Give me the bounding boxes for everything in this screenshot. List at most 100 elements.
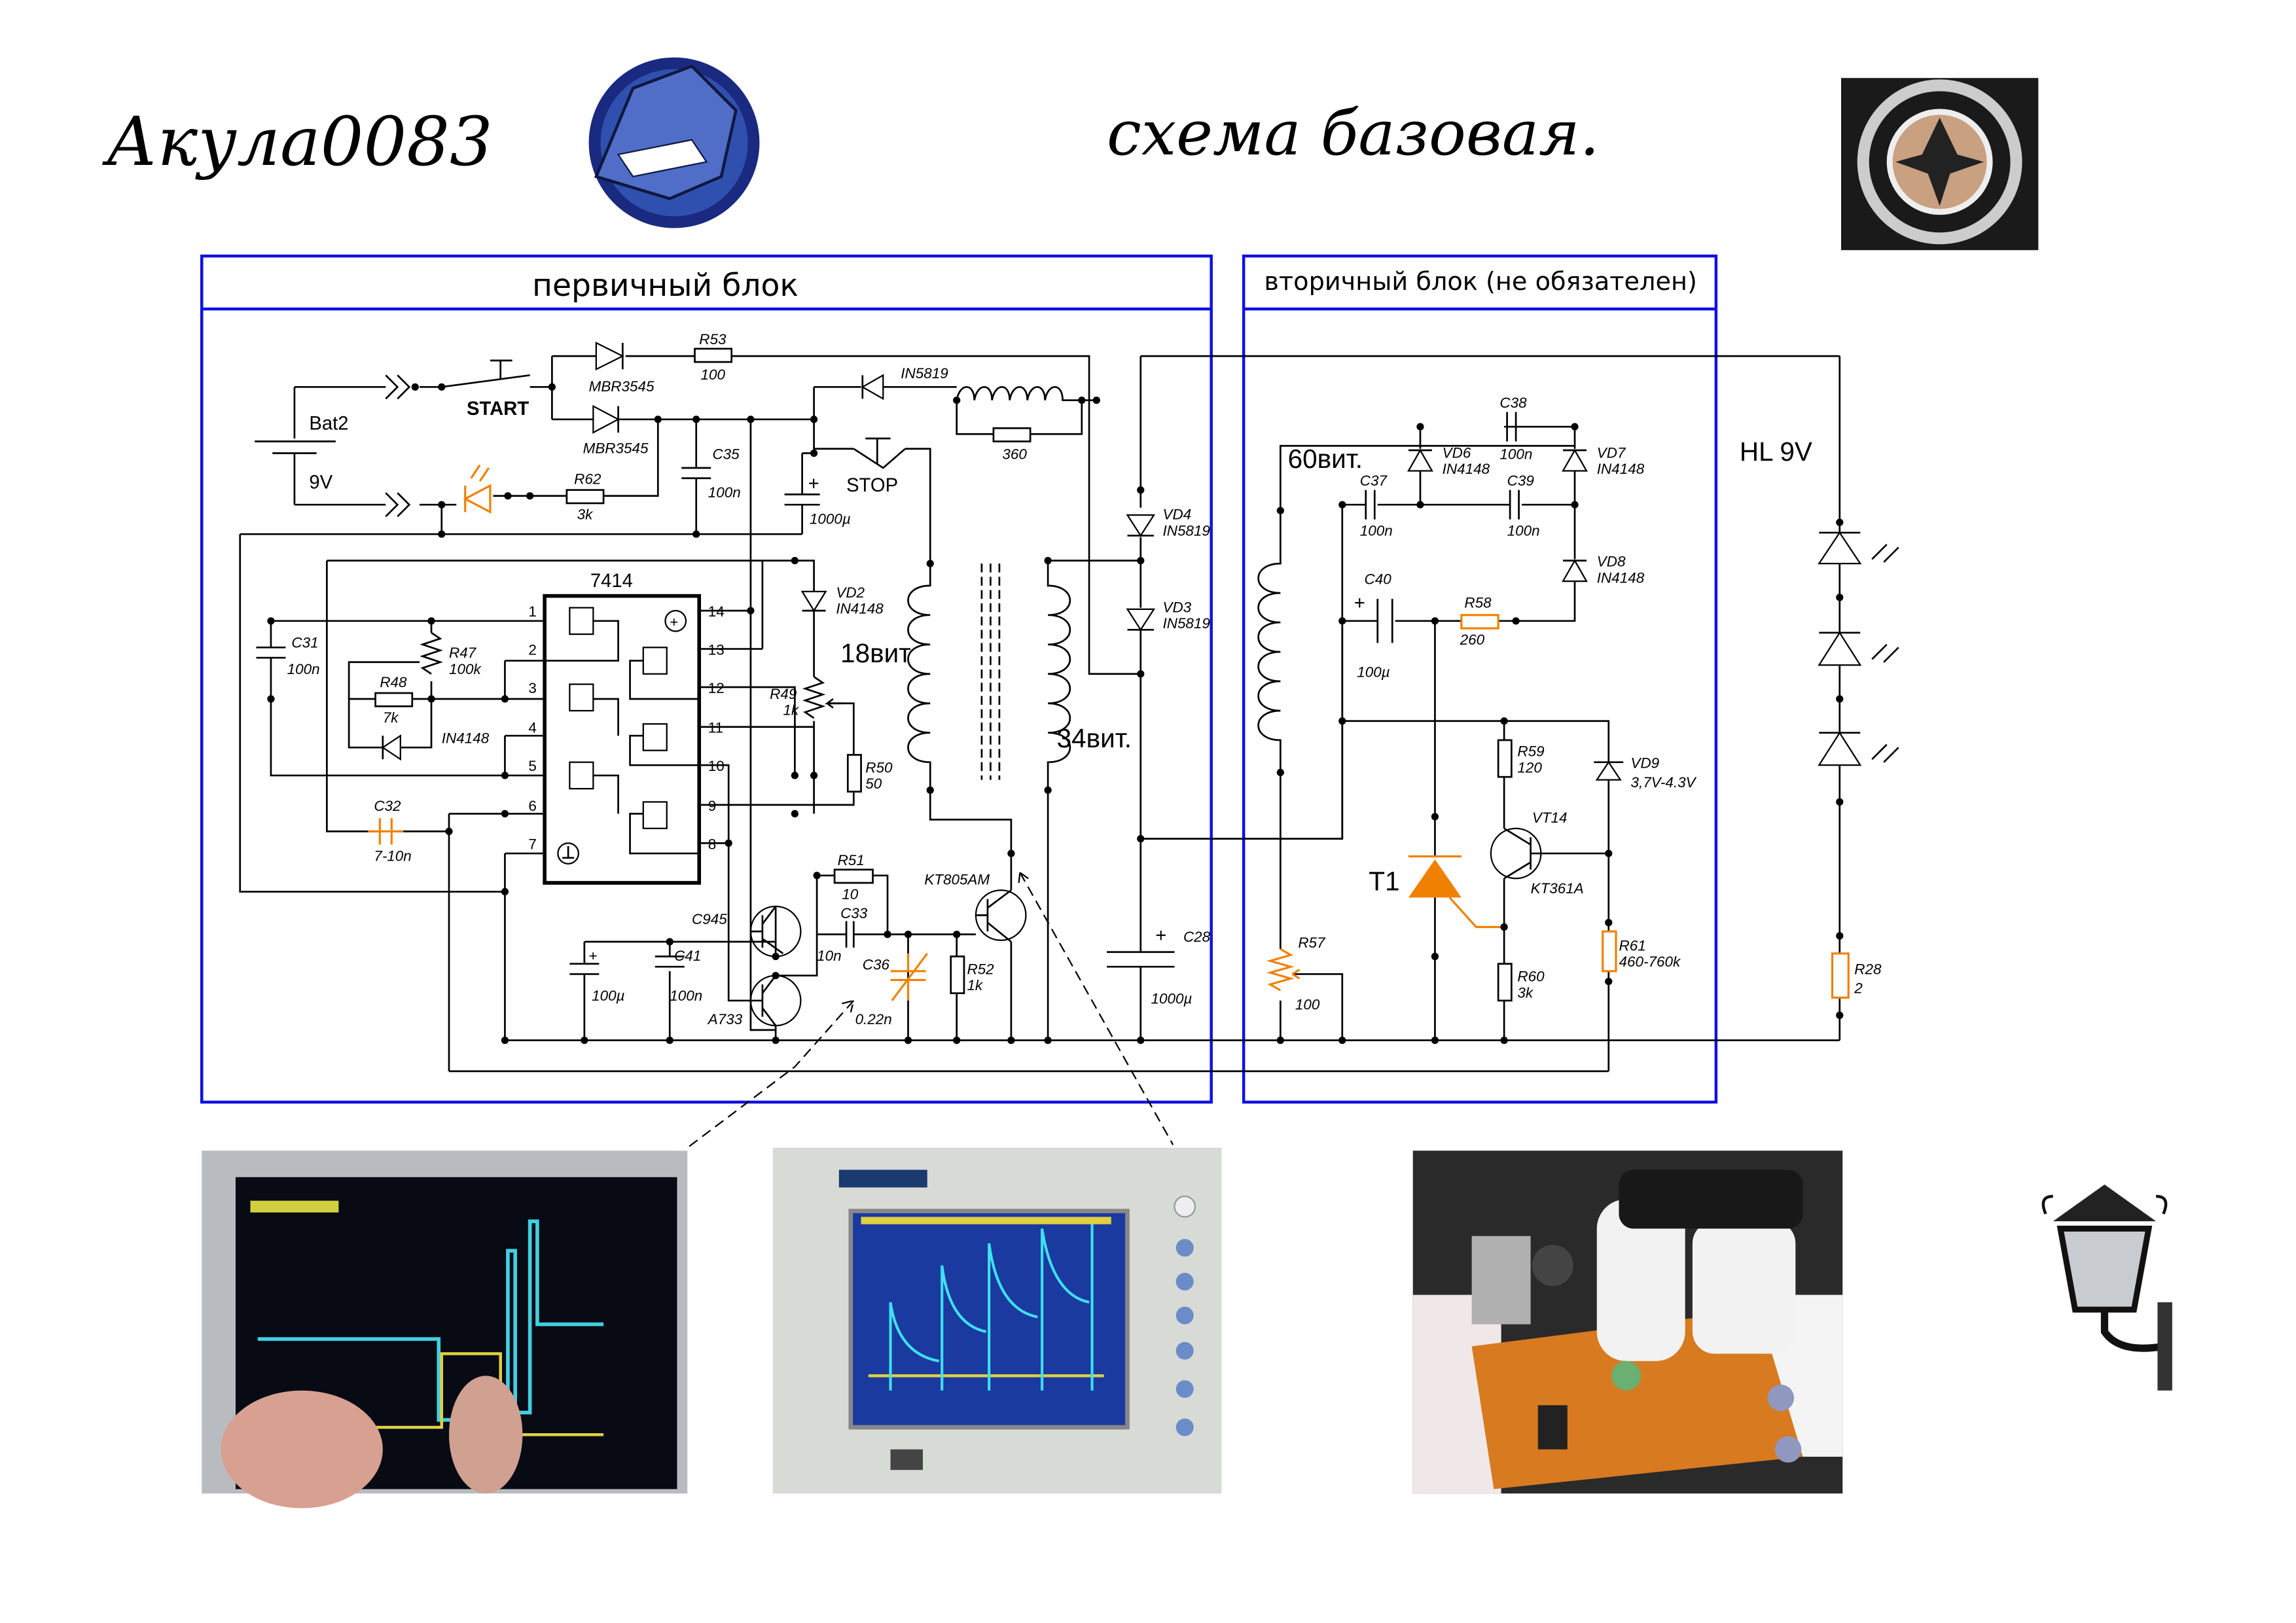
vd9-label: VD9 (1630, 755, 1659, 772)
c31-label: C31 (291, 634, 318, 651)
c37-label: C37 (1360, 473, 1388, 489)
thyristor-t1 (1408, 855, 1505, 929)
capacitor-c37 (1365, 490, 1376, 520)
c32-value: 7-10n (374, 847, 411, 864)
transformer-secondary (1047, 560, 1071, 791)
r61-value: 460-760k (1619, 954, 1681, 970)
resistor-r52 (950, 955, 965, 995)
resistor-r53 (694, 348, 733, 363)
capacitor-1000u (784, 493, 820, 506)
r50-value: 50 (865, 776, 882, 792)
svg-text:5: 5 (528, 758, 537, 774)
capacitor-c33 (845, 921, 855, 948)
capacitor-100u: + (569, 948, 600, 975)
resistor-r58 (1460, 614, 1499, 630)
svg-text:9: 9 (708, 798, 717, 814)
c41-label: C41 (674, 948, 701, 964)
diode-vd3 (1126, 608, 1156, 632)
hl-label: HL 9V (1740, 437, 1812, 467)
r58-label: R58 (1464, 595, 1492, 611)
transformer-core (980, 563, 1001, 780)
r62-value: 3k (577, 507, 594, 523)
r-coil-value: 360 (1002, 446, 1027, 463)
transistor-vt14 (1490, 827, 1542, 880)
vd6-value: IN4148 (1443, 461, 1490, 477)
connector-top-icon (385, 374, 411, 400)
vd2-value: IN4148 (836, 601, 884, 617)
resistor-r51 (833, 868, 874, 884)
c37-value: 100n (1360, 522, 1393, 539)
svg-text:11: 11 (708, 720, 723, 736)
primary-block-frame (200, 254, 1213, 1104)
r61-label: R61 (1619, 937, 1645, 954)
diode-in4148 (381, 734, 401, 761)
diode-label: MBR3545 (589, 378, 655, 395)
svg-text:+: + (589, 948, 598, 964)
c36-label: C36 (863, 957, 890, 973)
diode-mbr3545-top (595, 342, 624, 371)
resistor-r59 (1497, 739, 1513, 778)
c38-label: C38 (1499, 395, 1527, 411)
c945-label: C945 (692, 911, 727, 927)
pointer-arrow-left (687, 999, 855, 1149)
diode-in5819 (861, 374, 884, 401)
secondary-turns-label: 60вит. (1288, 444, 1363, 474)
svg-text:14: 14 (708, 603, 725, 620)
c35-label: C35 (712, 446, 740, 463)
transformer-primary (907, 563, 931, 791)
r62-label: R62 (574, 471, 601, 488)
resistor-r28 (1831, 952, 1850, 999)
led-string-icon (1818, 531, 1899, 766)
c35-value: 100n (708, 484, 741, 501)
diode-label: MBR3545 (583, 440, 649, 457)
t1-label: T1 (1369, 866, 1399, 896)
resistor-360 (992, 427, 1031, 442)
c28-label: C28 (1183, 929, 1211, 945)
c33-label: C33 (840, 905, 868, 921)
vt14-label: VT14 (1532, 810, 1568, 826)
vd7-label: VD7 (1597, 444, 1626, 461)
c39-label: C39 (1507, 473, 1535, 489)
svg-text:6: 6 (528, 798, 537, 814)
svg-text:12: 12 (708, 680, 725, 696)
inductor (956, 386, 1082, 401)
ic-7414: + (543, 594, 702, 885)
r48-label: R48 (380, 674, 407, 690)
capacitor-c31 (256, 646, 286, 659)
svg-text:4: 4 (528, 720, 537, 736)
author-logo-text: Акула0083 (101, 103, 493, 181)
start-switch (441, 359, 530, 388)
r52-value: 1k (967, 977, 983, 993)
c31-value: 100n (287, 661, 320, 677)
emblem-logo (1841, 78, 2039, 251)
kt805-label: KT805AM (924, 871, 990, 887)
r53-label: R53 (699, 331, 726, 348)
capacitor-c40: + (1354, 593, 1393, 643)
svg-text:+: + (1354, 593, 1365, 614)
c38-value: 100n (1499, 446, 1532, 463)
svg-text:8: 8 (708, 836, 717, 852)
vd4-value: IN5819 (1162, 522, 1210, 539)
vd4-label: VD4 (1162, 507, 1191, 523)
vd7-value: IN4148 (1597, 461, 1645, 477)
variable-capacitor-c36 (890, 953, 928, 1001)
resistor-r50 (846, 754, 862, 793)
vd9-value: 3,7V-4.3V (1630, 774, 1696, 791)
vd8-label: VD8 (1597, 554, 1626, 570)
vd3-label: VD3 (1162, 599, 1191, 615)
wall-lamp-icon (2041, 1184, 2172, 1391)
primary-turns: 18вит (840, 638, 911, 668)
stop-label: STOP (846, 475, 898, 496)
c41-value: 100n (670, 988, 702, 1004)
stop-switch (853, 437, 906, 469)
bat-name: Bat2 (309, 414, 348, 435)
r48-value: 7k (383, 709, 399, 726)
pointer-arrow-right (1018, 872, 1174, 1145)
svg-text:3: 3 (528, 680, 537, 696)
r57-label: R57 (1298, 935, 1326, 951)
bat-voltage: 9V (309, 472, 332, 493)
vd2-label: VD2 (836, 584, 865, 601)
c32-label: C32 (374, 798, 401, 814)
resistor-r61 (1602, 930, 1617, 972)
